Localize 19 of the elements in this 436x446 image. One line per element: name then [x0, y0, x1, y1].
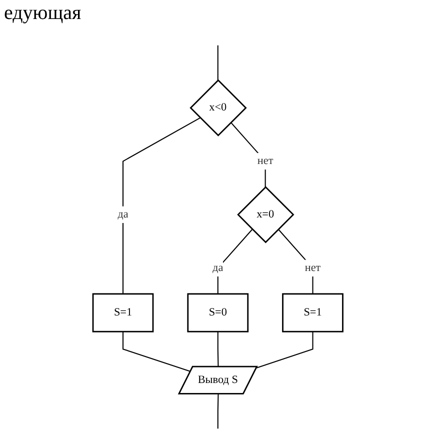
connector: [217, 394, 219, 429]
connector: [256, 332, 314, 368]
node-diamond: x=0: [237, 186, 294, 244]
edge-label: нет: [258, 154, 274, 167]
connector: [230, 122, 266, 188]
edge-label: да: [118, 208, 128, 220]
edge-label: да: [212, 262, 224, 274]
node-diamond: x<0: [190, 79, 247, 136]
connector: [217, 228, 253, 294]
node-box: S=1: [282, 293, 344, 332]
note-text: едующая: [4, 2, 82, 24]
node-box: S=1: [92, 293, 154, 332]
node-box: S=0: [187, 293, 249, 332]
connector: [122, 117, 201, 294]
edge-label: нет: [304, 262, 321, 274]
connector: [278, 228, 314, 294]
connector: [217, 45, 219, 80]
connector: [217, 332, 219, 367]
connector: [122, 332, 191, 372]
